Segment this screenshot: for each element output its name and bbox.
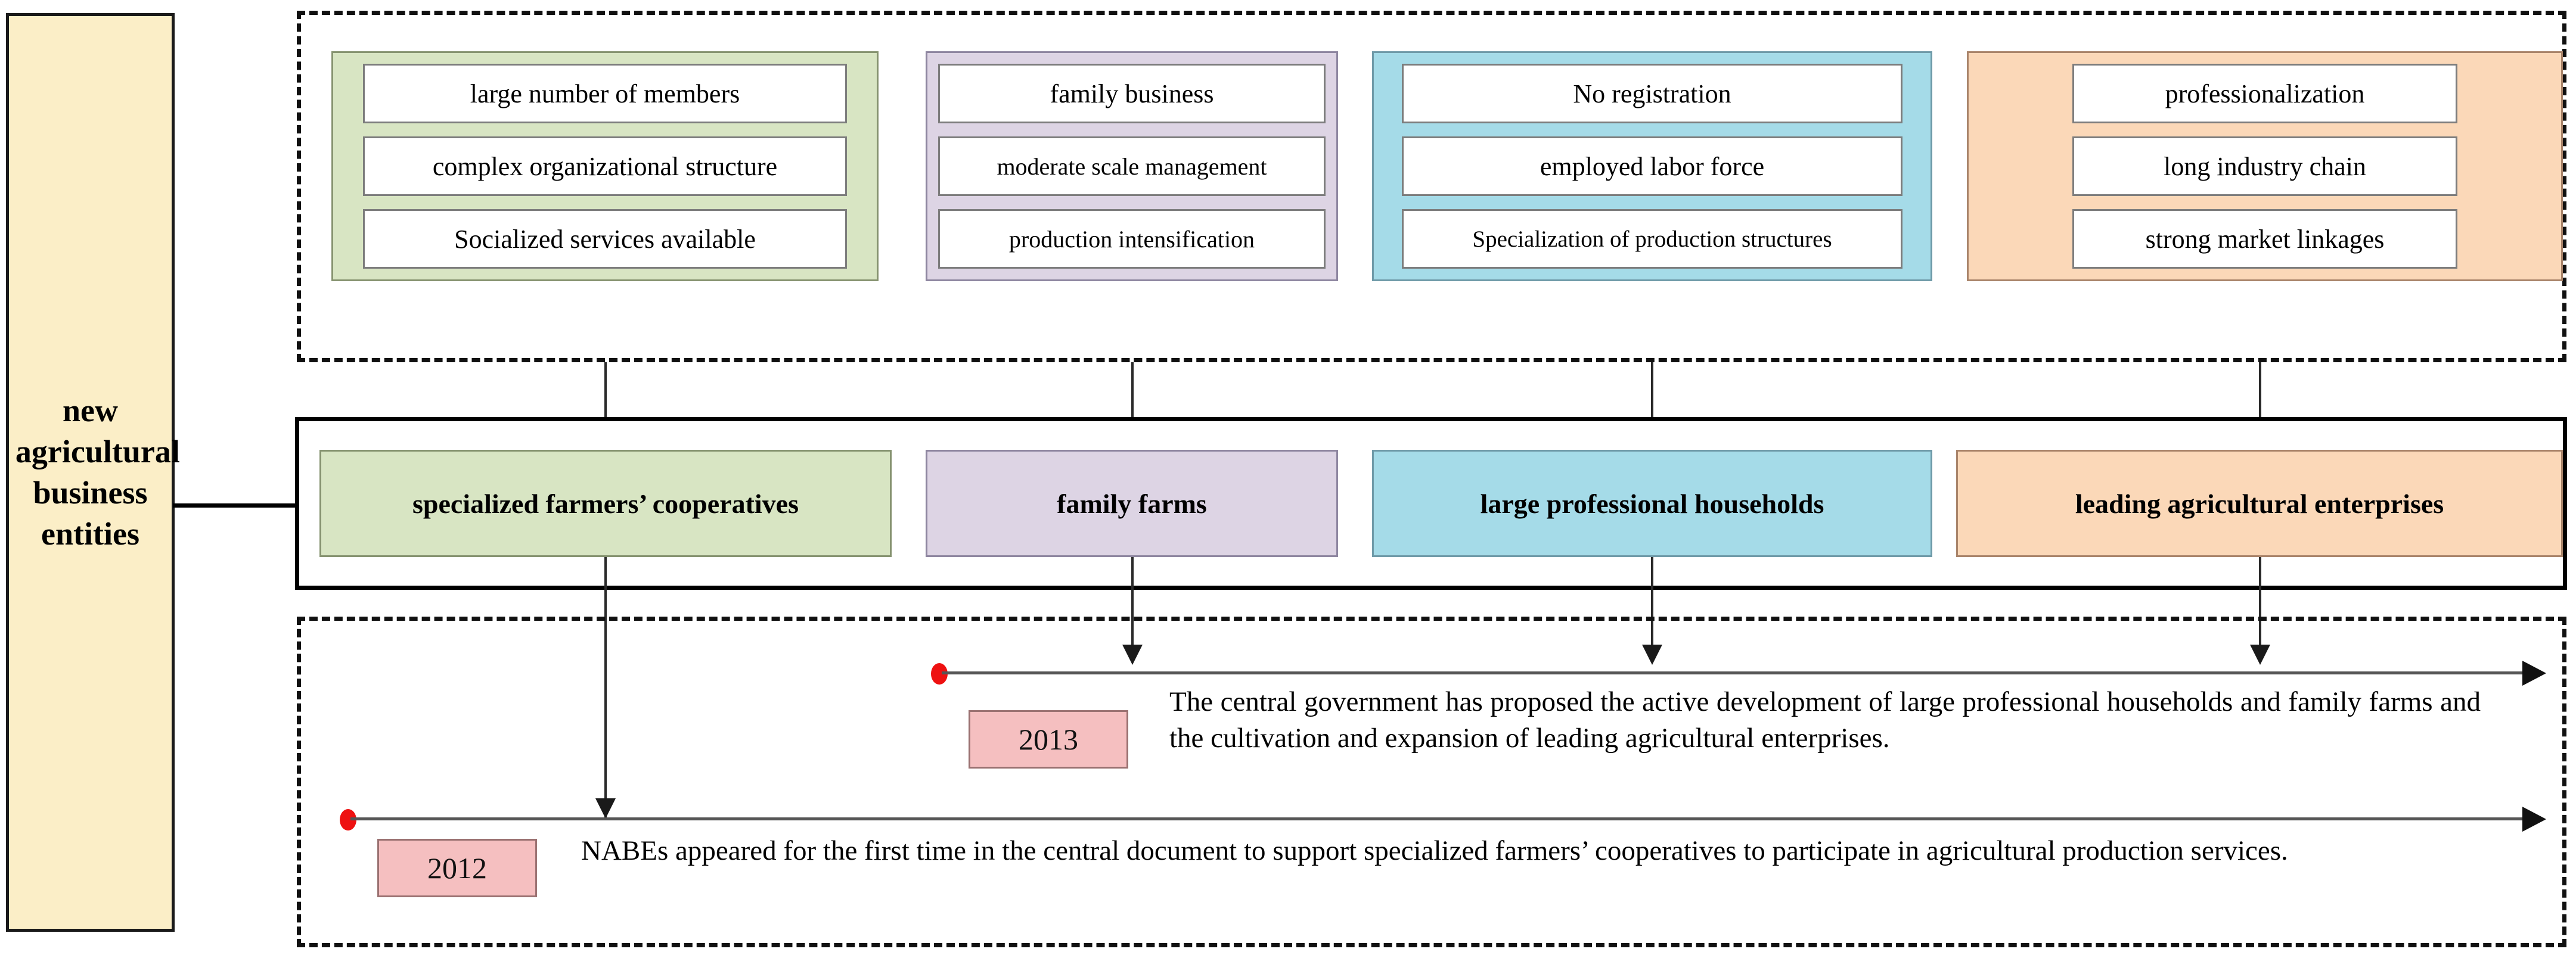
entity-card-specialized-farmers-cooperatives[interactable]: specialized farmers’ cooperatives [319, 450, 892, 557]
attribute-column-large-professional-households: No registration employed labor force Spe… [1372, 51, 1932, 281]
entity-card-large-professional-households[interactable]: large professional households [1372, 450, 1932, 557]
connector-line-family-farms-bottom [1131, 557, 1134, 658]
connector-line-households-bottom [1651, 557, 1653, 658]
connector-line-cooperatives-top [604, 362, 607, 452]
attribute-chip: No registration [1402, 64, 1902, 123]
connector-line-cooperatives-bottom [604, 557, 607, 819]
attributes-region [297, 11, 2566, 362]
connector-arrow-households-bottom [1642, 645, 1662, 665]
timeline-axis-arrowhead [2522, 807, 2546, 832]
entity-label: specialized farmers’ cooperatives [412, 488, 799, 519]
attribute-chip: Socialized services available [363, 209, 847, 269]
attribute-chip: family business [938, 64, 1326, 123]
attribute-chip: employed labor force [1402, 136, 1902, 196]
attribute-chip: production intensification [938, 209, 1326, 269]
timeline-year-label: 2012 [427, 851, 487, 885]
attribute-chip: long industry chain [2072, 136, 2457, 196]
timeline-axis-line [942, 671, 2526, 674]
attribute-column-leading-agricultural-enterprises: professionalization long industry chain … [1967, 51, 2563, 281]
connector-arrow-family-farms-bottom [1122, 645, 1143, 665]
timeline-axis-arrowhead [2522, 661, 2546, 686]
attribute-chip: professionalization [2072, 64, 2457, 123]
entity-label: family farms [1057, 488, 1207, 519]
connector-arrow-cooperatives-bottom [595, 798, 616, 819]
timeline-event-text: The central government has proposed the … [1169, 686, 2481, 754]
attribute-chip: large number of members [363, 64, 847, 123]
attribute-chip: moderate scale management [938, 136, 1326, 196]
timeline-year-label: 2013 [1019, 723, 1078, 756]
attribute-chip: Specialization of production structures [1402, 209, 1902, 269]
connector-line-enterprises-bottom [2259, 557, 2261, 658]
connector-arrow-enterprises-bottom [2250, 645, 2270, 665]
attribute-chip: complex organizational structure [363, 136, 847, 196]
entity-label: leading agricultural enterprises [2075, 488, 2444, 519]
timeline-axis-line [350, 817, 2526, 820]
entity-label: large professional households [1480, 488, 1824, 519]
connector-line-family-farms-top [1131, 362, 1134, 452]
connector-line-enterprises-top [2259, 362, 2261, 452]
timeline-event-text: NABEs appeared for the first time in the… [581, 835, 2288, 866]
entity-card-family-farms[interactable]: family farms [926, 450, 1338, 557]
entity-card-leading-agricultural-enterprises[interactable]: leading agricultural enterprises [1956, 450, 2563, 557]
timeline-year-badge: 2012 [377, 839, 537, 897]
connector-line-households-top [1651, 362, 1653, 452]
attribute-column-specialized-farmers-cooperatives: large number of members complex organiza… [331, 51, 879, 281]
anchor-panel-label: new agricultural business entities [15, 392, 180, 552]
attribute-column-family-farms: family business moderate scale managemen… [926, 51, 1338, 281]
timeline-year-badge: 2013 [969, 710, 1128, 769]
attribute-chip: strong market linkages [2072, 209, 2457, 269]
timeline-region [297, 617, 2566, 947]
anchor-connector-line [173, 503, 298, 508]
anchor-panel: new agricultural business entities [6, 13, 180, 932]
